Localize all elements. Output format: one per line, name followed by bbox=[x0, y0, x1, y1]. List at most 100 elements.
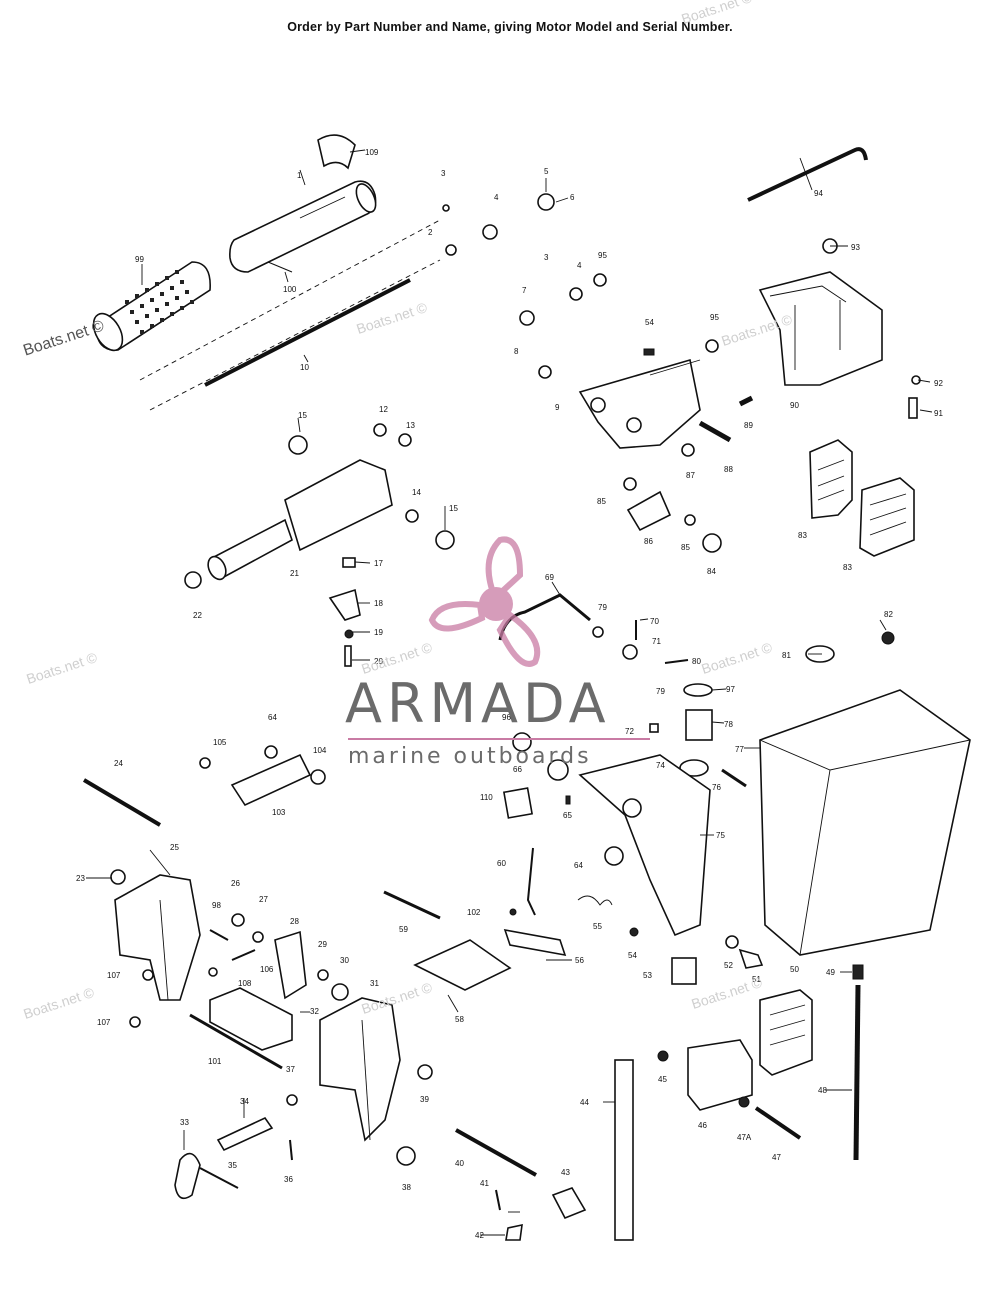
part-label: 65 bbox=[563, 811, 572, 820]
part-label: 49 bbox=[826, 968, 835, 977]
part-36-pin bbox=[289, 1139, 293, 1161]
part-label: 84 bbox=[707, 567, 716, 576]
part-17-block bbox=[342, 557, 356, 568]
part-label: 92 bbox=[934, 379, 943, 388]
part-43-clip bbox=[551, 1187, 587, 1220]
part-label: 15 bbox=[449, 504, 458, 513]
part-42-clip bbox=[505, 1223, 523, 1241]
part-47-bolt bbox=[754, 1106, 802, 1140]
part-66-bushing bbox=[547, 759, 569, 781]
part-91-screw bbox=[908, 397, 918, 419]
part-label: 12 bbox=[379, 405, 388, 414]
part-label: 56 bbox=[575, 956, 584, 965]
part-label: 17 bbox=[374, 559, 383, 568]
part-15-washer bbox=[288, 435, 308, 455]
part-label: 83 bbox=[843, 563, 852, 572]
part-label: 105 bbox=[213, 738, 227, 747]
part-label: 14 bbox=[412, 488, 421, 497]
part-110-plate bbox=[502, 787, 534, 819]
part-label: 93 bbox=[851, 243, 860, 252]
part-64-washer bbox=[604, 846, 624, 866]
part-label: 32 bbox=[310, 1007, 319, 1016]
part-label: 36 bbox=[284, 1175, 293, 1184]
part-22-ring bbox=[184, 571, 202, 589]
part-54-key bbox=[643, 348, 655, 356]
part-14-nut bbox=[405, 509, 419, 523]
part-26-knob bbox=[231, 913, 245, 927]
part-25-clamp-bracket bbox=[114, 874, 201, 1001]
part-label: 59 bbox=[399, 925, 408, 934]
part-label: 107 bbox=[107, 971, 121, 980]
part-label: 2 bbox=[428, 228, 433, 237]
part-106-screw bbox=[231, 949, 256, 961]
brand-name: ARMADA bbox=[345, 672, 611, 735]
part-31-clamp-bracket bbox=[319, 997, 401, 1142]
part-108-washer bbox=[208, 967, 218, 977]
part-33-plate bbox=[174, 1152, 201, 1200]
part-49-cap bbox=[852, 964, 864, 980]
part-101-rod bbox=[189, 1013, 283, 1070]
part-21-swivel-housing bbox=[207, 459, 393, 581]
part-77-exhaust-housing bbox=[759, 689, 971, 956]
part-label: 8 bbox=[514, 347, 519, 356]
part-18-bracket bbox=[328, 588, 361, 621]
part-label: 64 bbox=[268, 713, 277, 722]
part-label: 88 bbox=[724, 465, 733, 474]
part-58-handle bbox=[413, 939, 512, 991]
brand-divider bbox=[348, 738, 650, 740]
part-label: 72 bbox=[625, 727, 634, 736]
part-label: 54 bbox=[628, 951, 637, 960]
part-72-key bbox=[649, 723, 659, 733]
part-label: 47A bbox=[737, 1133, 752, 1142]
part-label: 78 bbox=[724, 720, 733, 729]
part-label: 82 bbox=[884, 610, 893, 619]
part-label: 71 bbox=[652, 637, 661, 646]
part-label: 47 bbox=[772, 1153, 781, 1162]
part-41-pin bbox=[495, 1189, 501, 1211]
part-label: 52 bbox=[724, 961, 733, 970]
part-label: 91 bbox=[934, 409, 943, 418]
part-80-screw bbox=[664, 659, 689, 664]
part-label: 7 bbox=[522, 286, 527, 295]
part-37-nut bbox=[286, 1094, 298, 1106]
part-label: 96 bbox=[502, 713, 511, 722]
part-59-rod bbox=[383, 890, 441, 920]
part-label: 40 bbox=[455, 1159, 464, 1168]
part-98-pin bbox=[209, 929, 229, 941]
part-30-knob bbox=[331, 983, 349, 1001]
part-label: 34 bbox=[240, 1097, 249, 1106]
armada-propeller-logo bbox=[428, 536, 541, 667]
part-51-bolt bbox=[738, 948, 764, 969]
part-label: 3 bbox=[441, 169, 446, 178]
part-label: 85 bbox=[597, 497, 606, 506]
part-label: 4 bbox=[577, 261, 582, 270]
part-label: 27 bbox=[259, 895, 268, 904]
part-label: 42 bbox=[475, 1231, 484, 1240]
part-label: 5 bbox=[544, 167, 549, 176]
part-label: 35 bbox=[228, 1161, 237, 1170]
part-label: 90 bbox=[790, 401, 799, 410]
part-label: 29 bbox=[318, 940, 327, 949]
part-label: 76 bbox=[712, 783, 721, 792]
part-label: 50 bbox=[790, 965, 799, 974]
part-label: 108 bbox=[238, 979, 252, 988]
part-85-nut bbox=[623, 477, 637, 491]
part-label: 106 bbox=[260, 965, 274, 974]
part-3-screw bbox=[442, 204, 450, 212]
part-label: 31 bbox=[370, 979, 379, 988]
part-29-nut bbox=[317, 969, 329, 981]
part-label: 97 bbox=[726, 685, 735, 694]
part-label: 44 bbox=[580, 1098, 589, 1107]
part-label: 64 bbox=[574, 861, 583, 870]
part-88-pin bbox=[698, 420, 732, 443]
part-label: 58 bbox=[455, 1015, 464, 1024]
part-38-washer bbox=[396, 1146, 416, 1166]
part-label: 86 bbox=[644, 537, 653, 546]
part-label: 75 bbox=[716, 831, 725, 840]
part-label: 100 bbox=[283, 285, 297, 294]
part-label: 77 bbox=[735, 745, 744, 754]
brand-tagline: marine outboards bbox=[348, 744, 592, 769]
part-9-steering-bracket bbox=[578, 358, 701, 449]
